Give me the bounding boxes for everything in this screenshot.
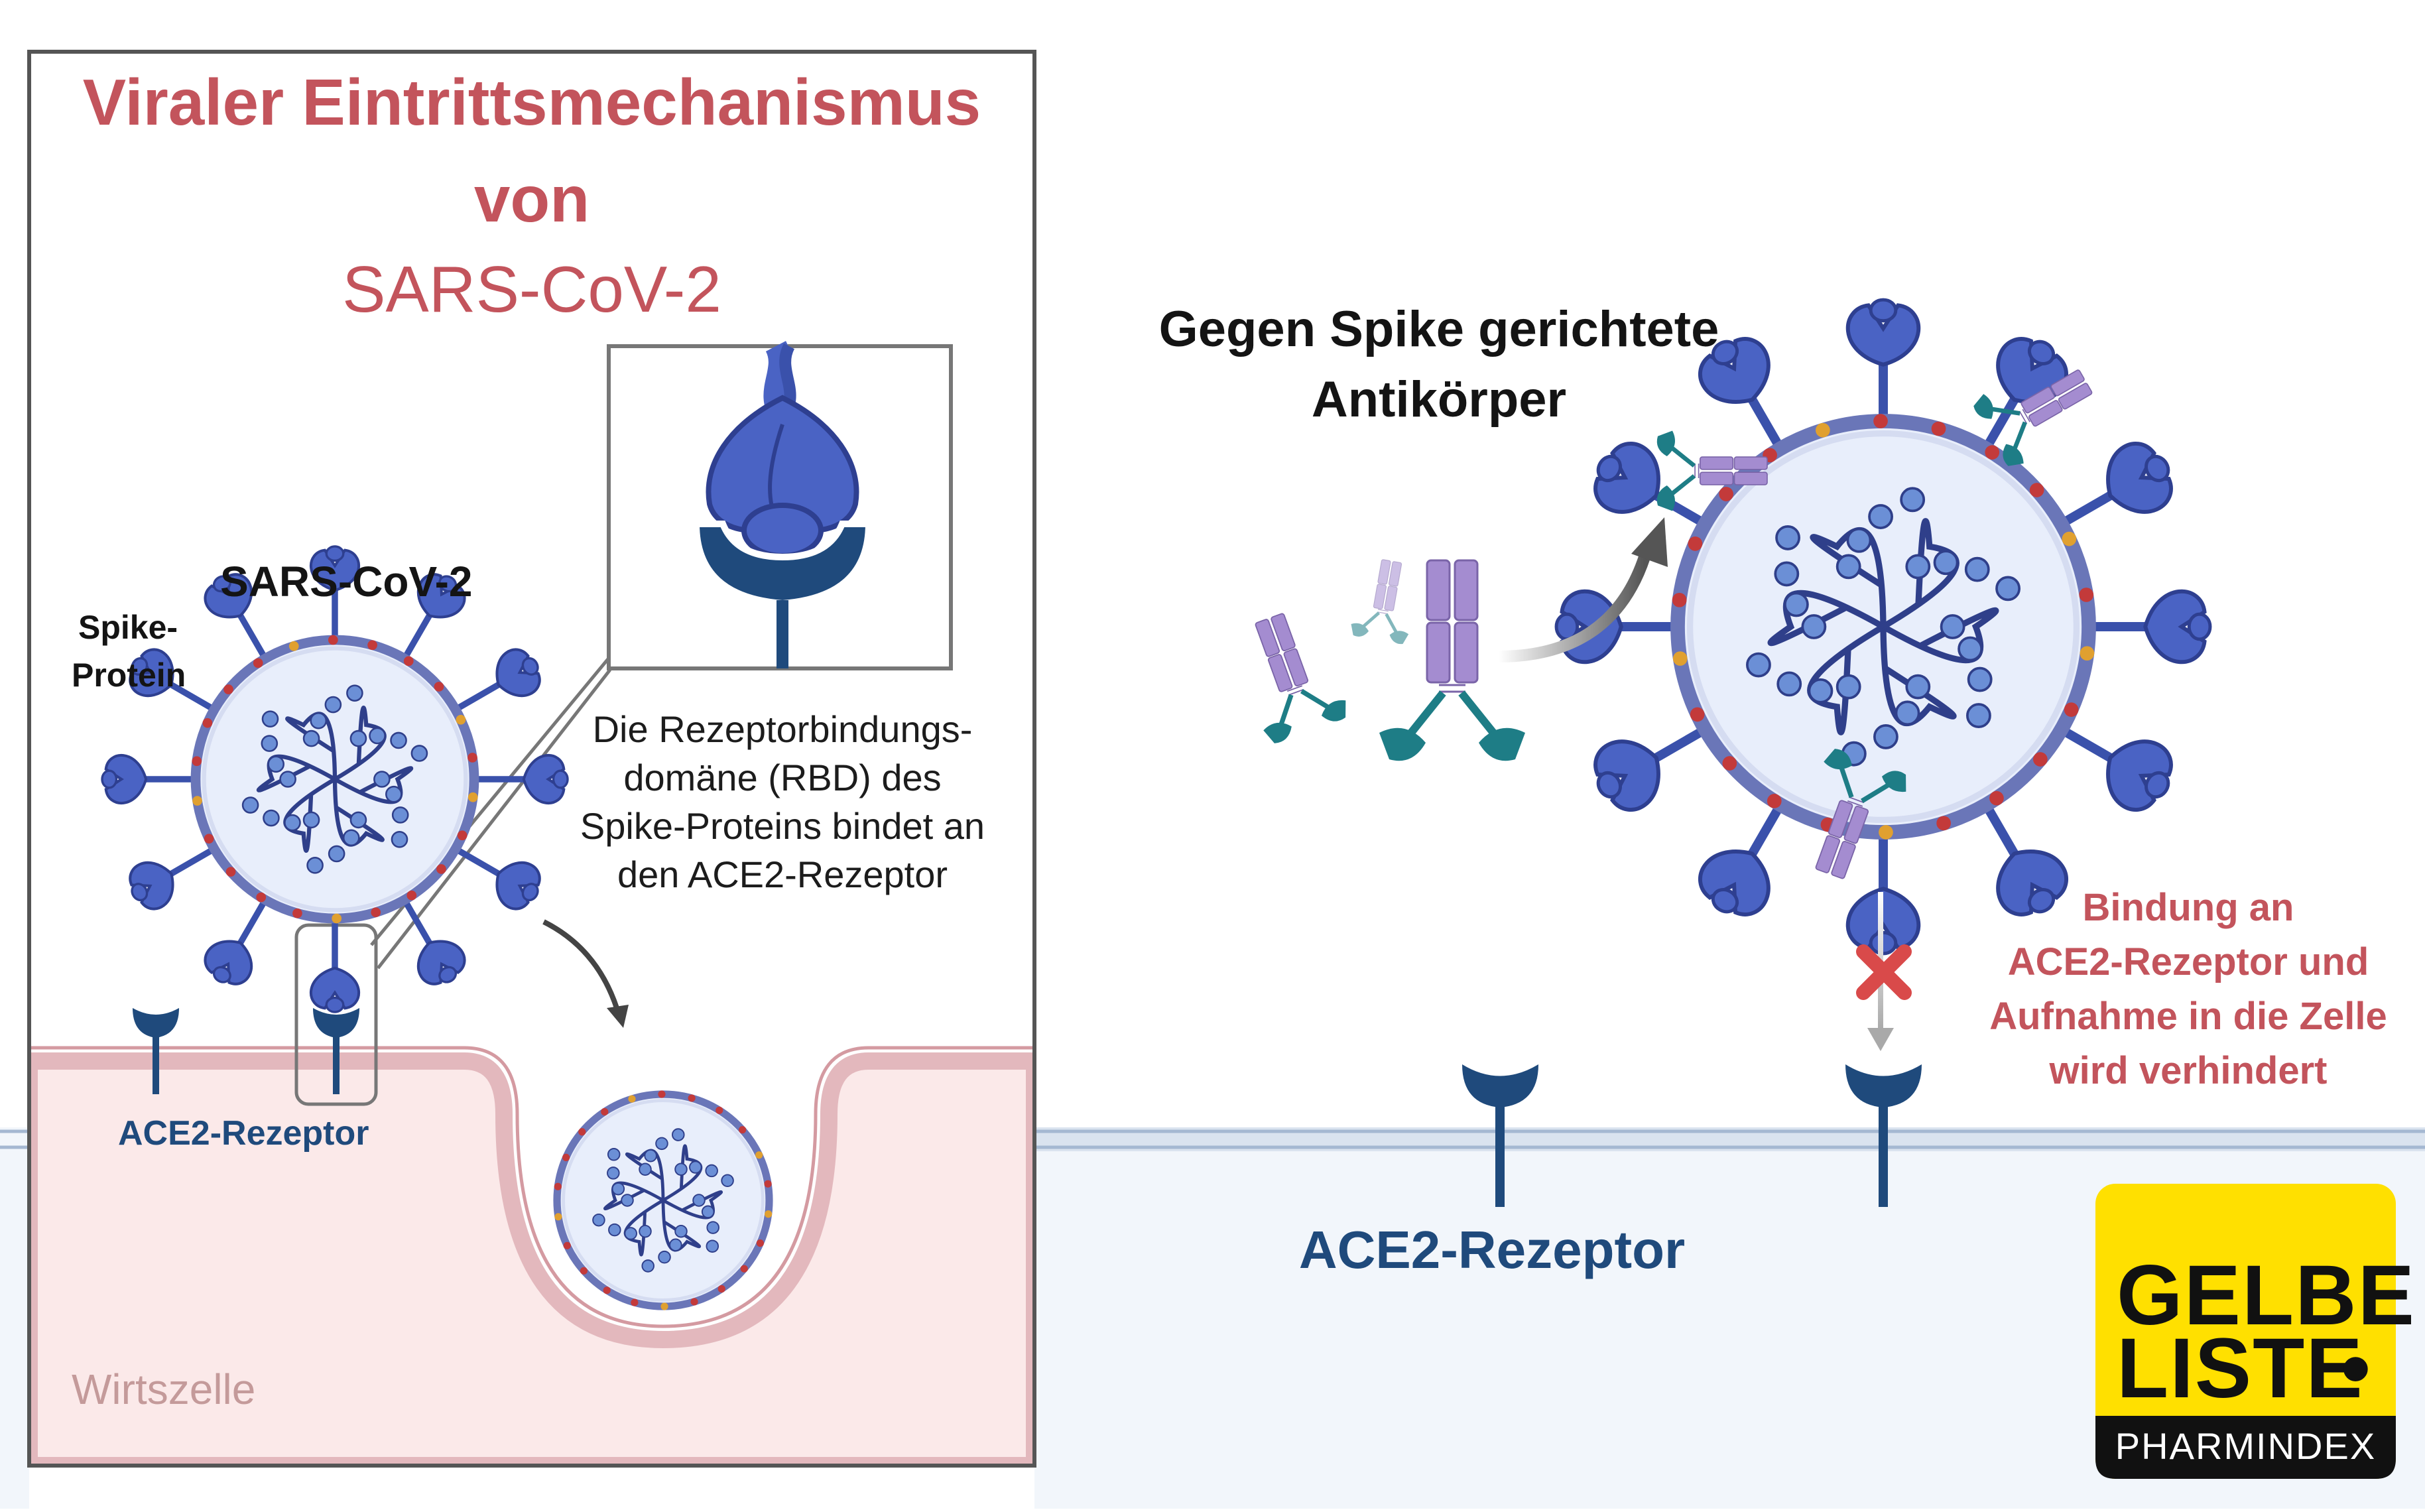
ace2-receptor-right-1-icon (1462, 1064, 1538, 1207)
rbd-description-4: den ACE2-Rezeptor (617, 853, 948, 895)
host-cell-label: Wirtszelle (72, 1365, 256, 1413)
title-line-2: von (473, 162, 590, 235)
spike-protein-icon (2106, 739, 2173, 812)
blocked-text-1: Bindung an (2082, 886, 2294, 929)
spike-protein-icon (416, 940, 466, 985)
spike-protein-icon (1845, 298, 1921, 367)
gelbe-liste-logo (2095, 1184, 2396, 1479)
rbd-description-1: Die Rezeptorbindungs- (592, 708, 973, 750)
antibody-small-1-icon (1255, 613, 1346, 743)
rbd-description-2: domäne (RBD) des (623, 757, 942, 798)
neutralization-arrow-icon (1493, 551, 1650, 662)
logo-line-1: GELBE (2117, 1248, 2416, 1343)
virion-internalized (553, 1090, 773, 1310)
spike-protein-icon (204, 940, 253, 985)
spike-protein-icon (2106, 441, 2173, 514)
rbd-inset (607, 341, 953, 670)
receptor-label-left: ACE2-Rezeptor (118, 1114, 369, 1153)
spike-protein-icon (416, 573, 466, 619)
spike-protein-icon (129, 861, 174, 911)
virion-neutralized (1554, 298, 2212, 956)
antibody-large-icon (1379, 559, 1525, 761)
host-cell-body (29, 1052, 1034, 1466)
spike-label-2: Protein (72, 657, 186, 694)
antibody-bound-1-icon (1656, 430, 1768, 511)
receptor-label-right: ACE2-Rezeptor (1298, 1220, 1686, 1279)
spike-protein-icon (2143, 589, 2212, 664)
left-panel-frame (27, 50, 1036, 1468)
spike-protein-icon (495, 648, 541, 698)
spike-protein-icon (1698, 337, 1771, 404)
spike-protein-icon (495, 861, 541, 911)
entry-arrow-icon (542, 919, 619, 1009)
spike-protein-icon (204, 573, 253, 619)
spike-protein-icon (1996, 850, 2069, 916)
spike-protein-icon (1698, 850, 1771, 916)
blocked-text-2: ACE2-Rezeptor und (2007, 940, 2369, 983)
blocked-text-4: wird verhindert (2049, 1049, 2328, 1092)
virion-left (101, 545, 569, 1013)
title-line-1: Viraler Eintrittsmechanismus (82, 66, 981, 139)
ace2-receptor-right-2-icon (1845, 1064, 1922, 1207)
virus-label: SARS-CoV-2 (220, 558, 473, 605)
spike-protein-icon (522, 754, 569, 804)
spike-protein-icon (129, 648, 174, 698)
spike-protein-icon (310, 966, 360, 1013)
antibody-bound-3-icon (1815, 749, 1906, 879)
spike-protein-icon (1593, 441, 1660, 514)
block-x-icon (1856, 944, 1912, 1000)
ace2-receptor-icon (133, 1008, 179, 1094)
spike-protein-icon (101, 754, 148, 804)
virions-layer (101, 298, 2212, 1310)
spike-label-1: Spike- (78, 609, 178, 646)
logo-line-3: PHARMINDEX (2115, 1425, 2377, 1467)
antibody-small-2-icon (1351, 559, 1409, 645)
antibody-label-2: Antikörper (1311, 371, 1567, 428)
title-line-3: SARS-CoV-2 (342, 253, 721, 326)
antibodies-layer (1255, 369, 2093, 879)
antibody-bound-2-icon (1973, 369, 2093, 466)
spike-protein-icon (310, 545, 360, 592)
logo-line-2: LISTE (2117, 1321, 2364, 1416)
logo-dot: • (2341, 1321, 2372, 1416)
ace2-receptor-bound-icon (313, 1008, 359, 1094)
blocked-text-3: Aufnahme in die Zelle (1989, 995, 2387, 1038)
spike-protein-icon (1593, 739, 1660, 812)
antibody-label-1: Gegen Spike gerichtete (1158, 301, 1719, 357)
rbd-description-3: Spike-Proteins bindet an (580, 805, 985, 847)
